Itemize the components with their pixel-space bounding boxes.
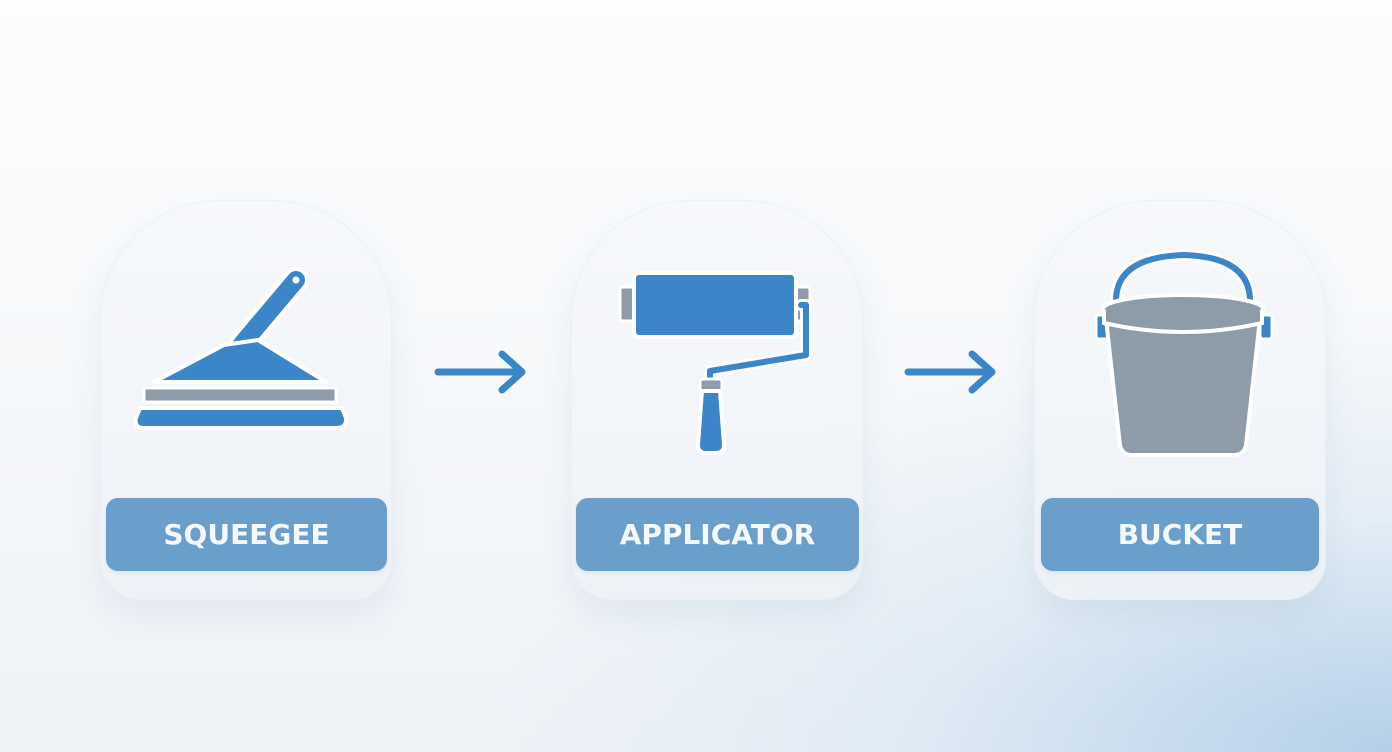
step-label-bucket: BUCKET	[1041, 498, 1319, 571]
step-label-applicator: APPLICATOR	[576, 498, 859, 571]
paint-roller-icon	[610, 265, 830, 465]
arrow-right-icon	[432, 350, 528, 396]
step-label-squeegee: SQUEEGEE	[106, 498, 387, 571]
bucket-icon	[1090, 245, 1280, 465]
squeegee-icon	[130, 258, 360, 438]
arrow-right-icon	[902, 350, 998, 396]
